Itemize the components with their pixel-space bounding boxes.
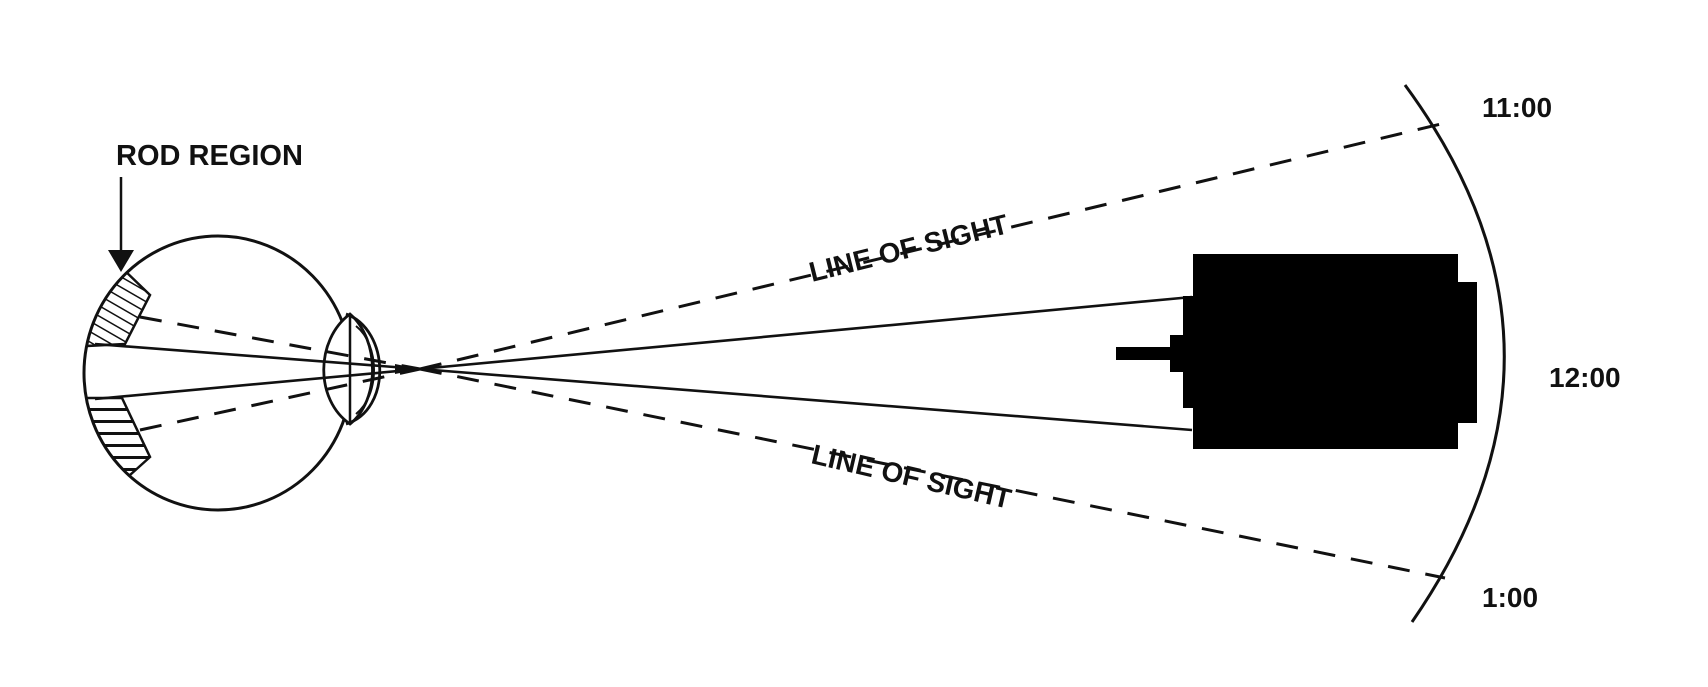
image-rays	[94, 295, 1193, 432]
clock-field-arc	[1403, 84, 1506, 623]
cornea	[345, 312, 382, 426]
rod-region-arrow-icon	[108, 177, 134, 272]
eyeball-outline	[82, 234, 354, 512]
line-of-sight-rays	[139, 121, 1446, 580]
lens	[322, 312, 374, 426]
clock-label-12: 12:00	[1549, 362, 1621, 393]
eye	[82, 234, 382, 512]
line-of-sight-label-lower: LINE OF SIGHT	[809, 439, 1015, 515]
rod-region-label: ROD REGION	[116, 140, 303, 172]
camera-object	[1116, 254, 1477, 449]
clock-label-1: 1:00	[1482, 582, 1538, 613]
clock-label-11: 11:00	[1482, 92, 1552, 123]
line-of-sight-label-upper: LINE OF SIGHT	[806, 208, 1011, 287]
